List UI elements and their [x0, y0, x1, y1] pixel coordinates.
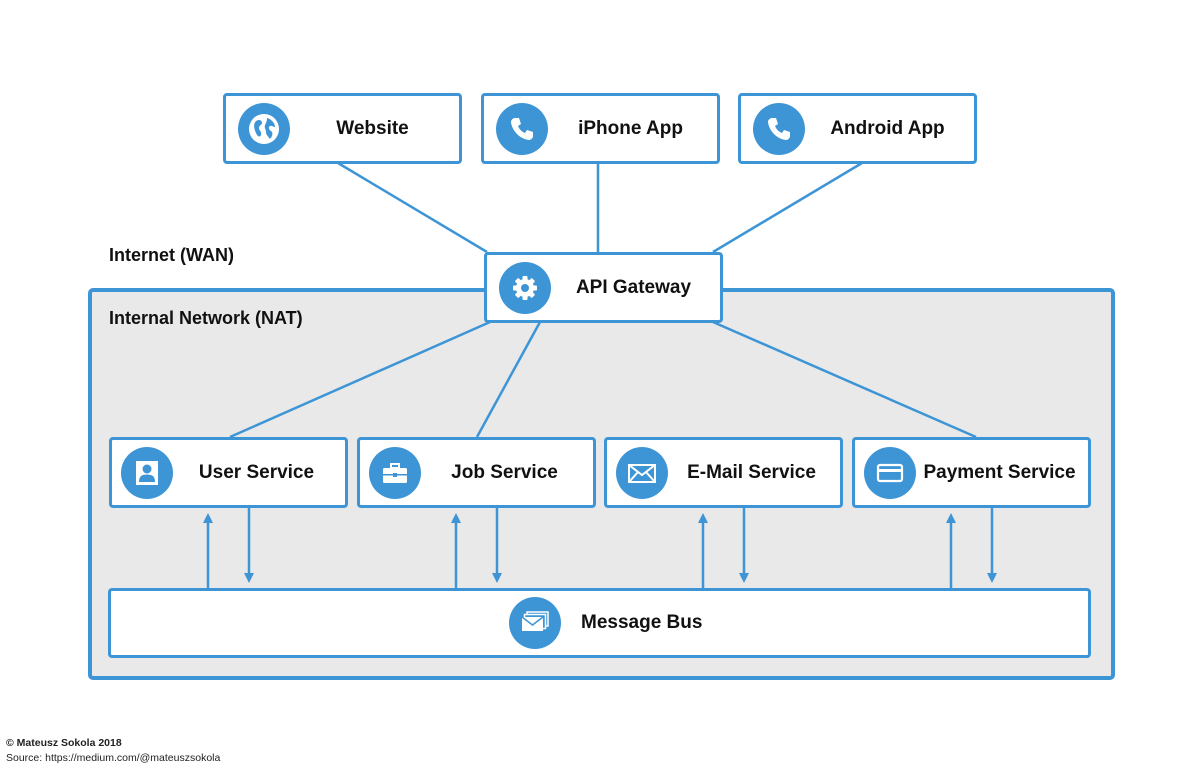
iphone-app-label: iPhone App — [578, 117, 683, 139]
email-service-node: E-Mail Service — [604, 437, 843, 508]
connector-website-gateway — [337, 161, 488, 254]
connector-gateway-job — [475, 321, 542, 438]
website-label: Website — [336, 117, 409, 139]
payment-service-label: Payment Service — [923, 461, 1076, 483]
user-icon — [121, 446, 173, 499]
message-bus-node: Message Bus — [108, 588, 1091, 658]
internet-wan-label: Internet (WAN) — [109, 245, 234, 265]
payment-service-node: Payment Service — [852, 437, 1091, 508]
credit-card-icon — [864, 446, 916, 499]
api-gateway-node: API Gateway — [484, 252, 723, 323]
user-service-node: User Service — [109, 437, 348, 508]
api-gateway-label: API Gateway — [575, 276, 692, 298]
gear-icon — [499, 261, 551, 314]
job-service-label: Job Service — [451, 461, 558, 483]
internal-network-label: Internal Network (NAT) — [109, 308, 303, 328]
website-node: Website — [223, 93, 462, 164]
job-service-node: Job Service — [357, 437, 596, 508]
iphone-app-node: iPhone App — [481, 93, 720, 164]
phone-icon — [753, 102, 805, 155]
copyright-text: © Mateusz Sokola 2018 — [6, 737, 122, 749]
globe-icon — [238, 102, 290, 155]
connector-android-gateway — [712, 161, 863, 254]
message-bus-label: Message Bus — [581, 612, 703, 633]
briefcase-icon — [369, 446, 421, 499]
android-app-node: Android App — [738, 93, 977, 164]
android-app-label: Android App — [830, 117, 945, 139]
source-text: Source: https://medium.com/@mateuszsokol… — [6, 752, 221, 764]
connector-gateway-payment — [712, 320, 977, 439]
user-service-label: User Service — [198, 461, 315, 483]
stacked-mail-icon — [509, 597, 561, 649]
phone-icon — [496, 102, 548, 155]
envelope-icon — [616, 446, 668, 499]
connector-gateway-user — [229, 320, 491, 439]
email-service-label: E-Mail Service — [687, 461, 816, 483]
